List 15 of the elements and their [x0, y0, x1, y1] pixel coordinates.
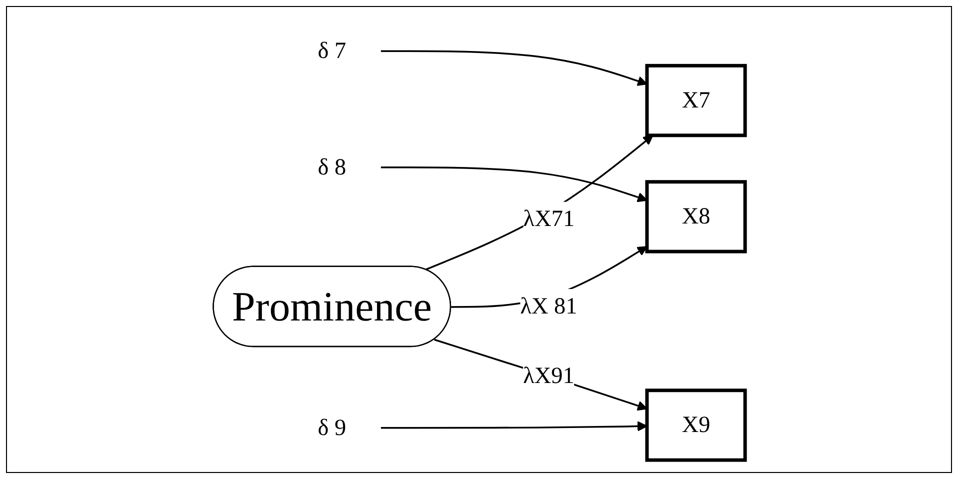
edge-label: λX 81	[520, 294, 578, 320]
arrow	[434, 338, 648, 411]
node-box	[645, 388, 747, 462]
node-box	[645, 64, 747, 138]
arrow	[380, 50, 648, 86]
edge-label: λX91	[522, 363, 574, 389]
node-text: δ 7	[317, 38, 346, 64]
edge-label: λX71	[523, 206, 574, 232]
arrow	[380, 166, 648, 202]
arrow	[380, 421, 648, 432]
node-text: δ 9	[317, 415, 346, 441]
arrow	[424, 134, 654, 270]
diagram-frame: λX71 λX 81 λX91 δ 7 X7 δ 8 X8 δ 9 X9 Prominence	[6, 6, 952, 473]
node-text: δ 8	[317, 154, 346, 180]
node-box	[645, 180, 747, 254]
